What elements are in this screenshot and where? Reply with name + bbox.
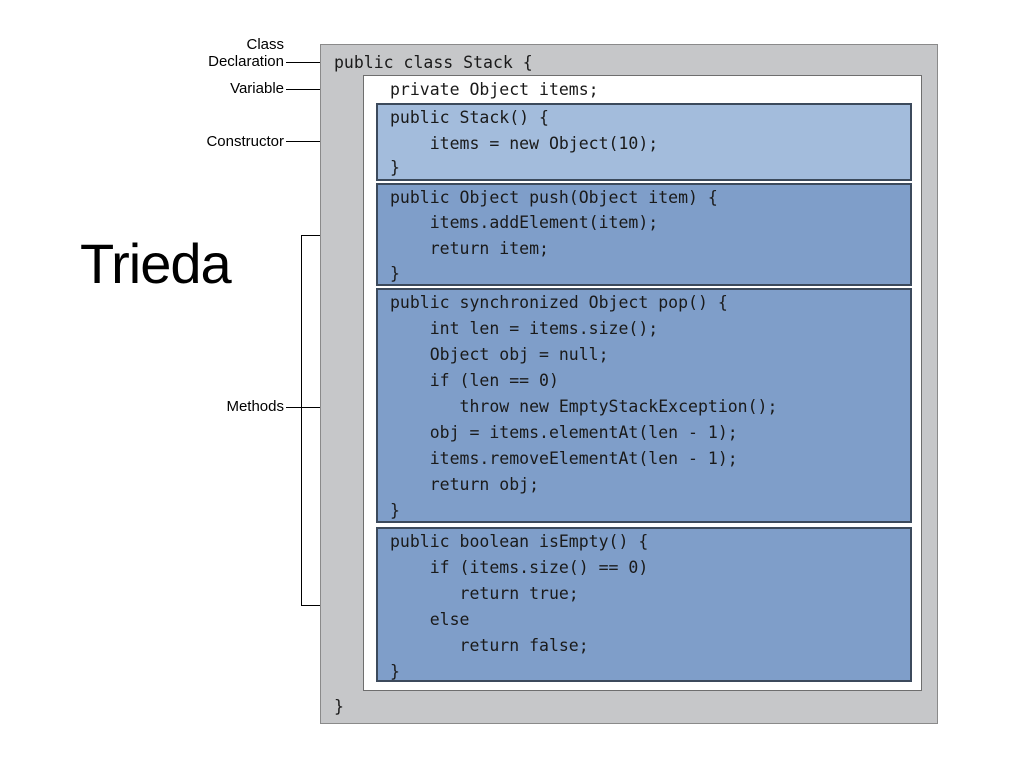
code-line: items.addElement(item);	[390, 213, 659, 232]
code-line: return false;	[390, 636, 589, 655]
class-closing-brace: }	[334, 697, 344, 716]
code-line: return obj;	[390, 475, 540, 494]
constructor-block: public Stack() { items = new Object(10);…	[376, 103, 912, 181]
code-line: public Object push(Object item) {	[390, 188, 718, 207]
code-line: public Stack() {	[390, 108, 549, 127]
code-line: else	[390, 610, 470, 629]
code-line: if (items.size() == 0)	[390, 558, 649, 577]
code-line: int len = items.size();	[390, 319, 659, 338]
class-declaration-label-line2: Declaration	[208, 53, 284, 70]
class-declaration-label-line1: Class	[246, 36, 284, 53]
class-declaration-code: public class Stack {	[334, 53, 533, 72]
variable-label: Variable	[230, 80, 284, 97]
class-declaration-connector	[286, 62, 334, 63]
code-line: }	[390, 264, 400, 283]
slide-title: Trieda	[80, 232, 232, 295]
code-line: public synchronized Object pop() {	[390, 293, 728, 312]
code-line: items = new Object(10);	[390, 134, 659, 153]
methods-bracket-vertical	[301, 235, 302, 606]
code-line: }	[390, 501, 400, 520]
code-line: return true;	[390, 584, 579, 603]
code-line: Object obj = null;	[390, 345, 609, 364]
code-line: }	[390, 158, 400, 177]
constructor-label: Constructor	[206, 133, 284, 150]
code-line: return item;	[390, 239, 549, 258]
code-line: throw new EmptyStackException();	[390, 397, 778, 416]
code-line: public boolean isEmpty() {	[390, 532, 649, 551]
class-declaration-label: Class Declaration	[160, 36, 284, 70]
isempty-method-block: public boolean isEmpty() { if (items.siz…	[376, 527, 912, 682]
code-line: items.removeElementAt(len - 1);	[390, 449, 738, 468]
methods-label: Methods	[226, 398, 284, 415]
pop-method-block: public synchronized Object pop() { int l…	[376, 288, 912, 523]
variable-code: private Object items;	[390, 80, 599, 99]
code-line: if (len == 0)	[390, 371, 559, 390]
code-line: }	[390, 662, 400, 681]
push-method-block: public Object push(Object item) { items.…	[376, 183, 912, 286]
code-line: obj = items.elementAt(len - 1);	[390, 423, 738, 442]
